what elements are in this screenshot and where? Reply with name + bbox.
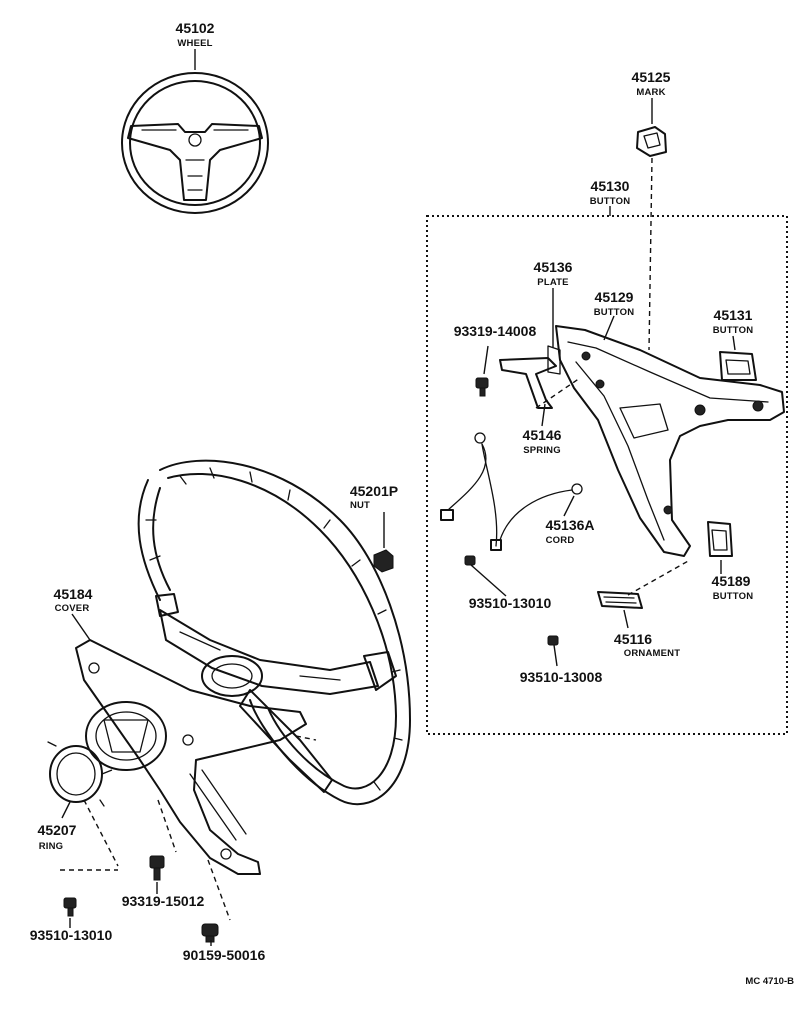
reference-code: MC 4710-B	[745, 976, 794, 987]
svg-text:CORD: CORD	[546, 535, 575, 546]
svg-text:BUTTON: BUTTON	[713, 325, 754, 336]
svg-text:90159-50016: 90159-50016	[183, 947, 266, 963]
svg-text:45207: 45207	[38, 822, 77, 838]
svg-text:45116: 45116	[614, 631, 652, 647]
svg-text:93510-13008: 93510-13008	[520, 669, 603, 685]
horn-pad-part	[555, 325, 785, 557]
svg-text:93319-14008: 93319-14008	[454, 323, 537, 339]
svg-text:93510-13010: 93510-13010	[469, 595, 552, 611]
svg-text:45136: 45136	[534, 259, 573, 275]
screw-ornament-part	[547, 635, 559, 667]
callout-wheel: 45102 WHEEL	[176, 20, 215, 49]
svg-text:45146: 45146	[523, 427, 562, 443]
svg-text:BUTTON: BUTTON	[594, 307, 635, 318]
callout-mark: 45125 MARK	[632, 69, 671, 98]
svg-text:MARK: MARK	[636, 87, 665, 98]
svg-text:COVER: COVER	[55, 603, 90, 614]
svg-text:RING: RING	[39, 841, 64, 852]
plate-part	[499, 345, 561, 409]
ornament-part	[597, 591, 643, 609]
callout-button-side: 45131 BUTTON	[713, 307, 754, 336]
callout-nut: 45201P NUT	[350, 483, 398, 511]
screw-top-part	[475, 377, 489, 397]
svg-text:SPRING: SPRING	[523, 445, 561, 456]
svg-text:45184: 45184	[54, 586, 93, 602]
screw-mid-part	[464, 555, 507, 597]
callout-screw-cover: 93319-15012	[122, 893, 205, 909]
ring-part	[47, 741, 113, 807]
svg-text:45131: 45131	[714, 307, 753, 323]
svg-text:BUTTON: BUTTON	[713, 591, 754, 602]
callout-button-main: 45129 BUTTON	[594, 289, 635, 318]
svg-text:45125: 45125	[632, 69, 671, 85]
svg-text:ORNAMENT: ORNAMENT	[624, 648, 681, 659]
callout-bolt: 90159-50016	[183, 947, 266, 963]
callout-cover: 45184 COVER	[54, 586, 93, 614]
callout-plate: 45136 PLATE	[534, 259, 573, 288]
svg-text:93510-13010: 93510-13010	[30, 927, 113, 943]
svg-text:45102: 45102	[176, 20, 215, 36]
svg-text:45136A: 45136A	[545, 517, 594, 533]
screw-cover-part	[149, 855, 165, 881]
mark-part	[636, 126, 667, 157]
cover-part	[75, 639, 307, 875]
steering-wheel-frame	[137, 459, 411, 806]
lower-button-part	[707, 521, 733, 557]
svg-text:45201P: 45201P	[350, 483, 398, 499]
svg-text:45130: 45130	[591, 178, 630, 194]
svg-text:NUT: NUT	[350, 500, 370, 511]
callout-button-assy: 45130 BUTTON	[590, 178, 631, 207]
svg-text:BUTTON: BUTTON	[590, 196, 631, 207]
callout-button-lower: 45189 BUTTON	[712, 573, 754, 602]
callout-screw-ring: 93510-13010	[30, 927, 113, 943]
svg-text:PLATE: PLATE	[537, 277, 568, 288]
svg-text:WHEEL: WHEEL	[177, 38, 212, 49]
callout-ornament: 45116 ORNAMENT	[614, 631, 680, 659]
svg-text:45189: 45189	[712, 573, 751, 589]
callout-ring: 45207 RING	[38, 822, 77, 852]
side-button-part	[719, 351, 757, 381]
svg-text:45129: 45129	[595, 289, 634, 305]
screw-ring-part	[63, 897, 77, 917]
cord-part	[440, 432, 583, 551]
callout-spring: 45146 SPRING	[523, 427, 562, 456]
callout-screw-ornament: 93510-13008	[520, 669, 603, 685]
button-assembly-box	[426, 215, 788, 735]
wheel-thumbnail	[121, 72, 269, 214]
nut-part	[373, 549, 394, 573]
callout-screw-mid: 93510-13010	[469, 595, 552, 611]
bolt-part	[201, 923, 219, 943]
callout-cord: 45136A CORD	[545, 517, 594, 546]
svg-text:93319-15012: 93319-15012	[122, 893, 205, 909]
callout-screw-top: 93319-14008	[454, 323, 537, 339]
